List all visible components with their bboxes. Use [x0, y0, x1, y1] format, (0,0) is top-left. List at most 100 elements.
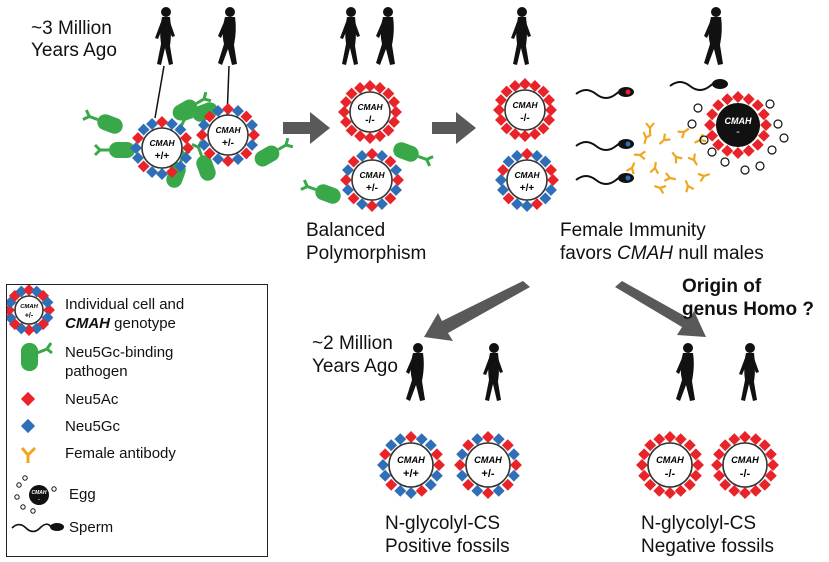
- sialic-acid-mark: [511, 150, 523, 162]
- hominin-figure: [155, 7, 175, 65]
- sialic-acid-mark: [415, 433, 428, 446]
- sialic-acid-mark: [456, 448, 469, 461]
- sialic-acid-mark: [379, 448, 392, 461]
- antibody-icon: [658, 133, 671, 145]
- sialic-acid-mark: [751, 138, 764, 151]
- sialic-acid-mark: [539, 155, 552, 168]
- sialic-acid-mark: [248, 129, 260, 141]
- sialic-acid-mark: [545, 184, 557, 196]
- sialic-acid-mark: [764, 469, 777, 482]
- cell-body: [349, 91, 391, 133]
- cell-c7: CMAH+/+: [377, 431, 445, 499]
- sialic-acid-mark: [338, 106, 350, 118]
- sialic-acid-mark: [156, 168, 168, 180]
- antibody-icon: [663, 172, 677, 182]
- cell-genotype-label: +/-: [481, 468, 494, 480]
- cell-gene-label: CMAH: [359, 170, 385, 180]
- sialic-acid-mark: [405, 487, 417, 499]
- sialic-acid-mark: [366, 200, 378, 212]
- timeline-mid-1: ~2 Million: [312, 333, 393, 354]
- open-circle: [740, 165, 750, 175]
- sialic-acid-mark: [130, 142, 142, 154]
- cell-gene-label: CMAH: [656, 455, 684, 465]
- cell-gene-label: CMAH: [474, 455, 502, 465]
- sialic-acid-mark: [713, 469, 726, 482]
- sialic-acid-mark: [456, 469, 469, 482]
- sialic-acid-mark: [482, 487, 494, 499]
- legend-pathogen-text-1: Neu5Gc-binding: [65, 344, 174, 361]
- sialic-acid-mark: [364, 80, 376, 92]
- hominin-figure: [218, 7, 237, 65]
- arrow-right-1: [283, 112, 330, 144]
- legend-box: CMAH+/- CMAH - Individ: [6, 284, 268, 557]
- sialic-acid-mark: [664, 431, 676, 443]
- sperm-icon: [575, 87, 634, 99]
- cell-body: [388, 442, 434, 488]
- pathogen-icon: [393, 142, 434, 167]
- antibody-icon: [677, 127, 690, 139]
- open-circle: [699, 135, 709, 145]
- cell-gene-label: CMAH: [215, 125, 241, 135]
- cell-genotype-label: +/-: [25, 313, 34, 320]
- legend-egg-icon: CMAH -: [14, 475, 57, 514]
- cell-genotype-label: -/-: [520, 113, 529, 124]
- timeline-top-1: ~3 Million: [31, 18, 112, 39]
- sialic-acid-mark: [501, 478, 514, 491]
- hominin-figure: [739, 343, 759, 401]
- sialic-acid-mark: [377, 459, 389, 471]
- antibody-icon: [697, 172, 711, 182]
- sialic-acid-mark: [728, 433, 741, 446]
- cell-genotype-label: -/-: [665, 468, 676, 480]
- legend-pathogen-icon: [21, 342, 53, 371]
- sialic-acid-mark: [385, 439, 398, 452]
- sialic-acid-mark: [222, 103, 234, 115]
- sialic-acid-mark: [507, 469, 520, 482]
- positive-label-2: Positive fossils: [385, 536, 510, 557]
- female-immunity-2: favors CMAH null males: [560, 243, 764, 265]
- female-immunity-1: Female Immunity: [560, 220, 706, 241]
- sialic-acid-mark: [137, 123, 150, 136]
- cell-gene-label: CMAH: [512, 100, 538, 110]
- cell-gene-label: CMAH: [20, 304, 38, 310]
- cell-c4: CMAH +/-: [340, 148, 404, 212]
- sialic-acid-mark: [757, 108, 770, 121]
- sialic-acid-mark: [760, 119, 772, 131]
- legend-neu5ac-text: Neu5Ac: [65, 391, 119, 408]
- sperm-icon: [575, 139, 634, 151]
- legend-pathogen-text-2: pathogen: [65, 363, 128, 380]
- legend-neu5gc-text: Neu5Gc: [65, 418, 121, 435]
- sialic-acid-mark: [430, 469, 443, 482]
- cell-body: [506, 159, 548, 201]
- legend-antibody-icon: [20, 446, 37, 463]
- cell-genotype-label: +/+: [403, 468, 419, 480]
- sialic-acid-mark: [471, 433, 484, 446]
- sialic-acid-mark: [433, 459, 445, 471]
- arrow-down-left: [424, 281, 530, 341]
- sialic-acid-mark: [742, 93, 755, 106]
- sialic-acid-mark: [531, 150, 543, 162]
- sialic-acid-mark: [492, 484, 505, 497]
- egg-genotype-label: -: [736, 126, 740, 138]
- cell-c10: CMAH-/-: [711, 431, 779, 499]
- sialic-acid-mark: [462, 439, 475, 452]
- legend-sperm-text: Sperm: [69, 519, 114, 536]
- balanced-label-1: Balanced: [306, 220, 386, 241]
- cell-c3: CMAH-/-: [338, 80, 402, 144]
- sialic-acid-mark: [519, 78, 531, 90]
- cell-genotype-label: +/-: [366, 183, 378, 194]
- sialic-acid-mark: [340, 174, 352, 186]
- cell-gene-label: CMAH: [731, 455, 759, 465]
- sialic-acid-mark: [721, 144, 734, 157]
- sialic-acid-mark: [501, 439, 514, 452]
- legend-egg-text: Egg: [69, 486, 96, 503]
- cell-body: [465, 442, 511, 488]
- antibody-layer: [625, 122, 711, 195]
- egg-layer: CMAH-: [687, 91, 789, 175]
- sialic-acid-mark: [212, 105, 224, 117]
- sialic-acid-mark: [692, 459, 704, 471]
- open-circle: [693, 103, 703, 113]
- sialic-acid-mark: [636, 459, 648, 471]
- arrow-right-2: [432, 112, 476, 144]
- antibody-icon: [645, 122, 655, 134]
- sialic-acid-mark: [521, 200, 533, 212]
